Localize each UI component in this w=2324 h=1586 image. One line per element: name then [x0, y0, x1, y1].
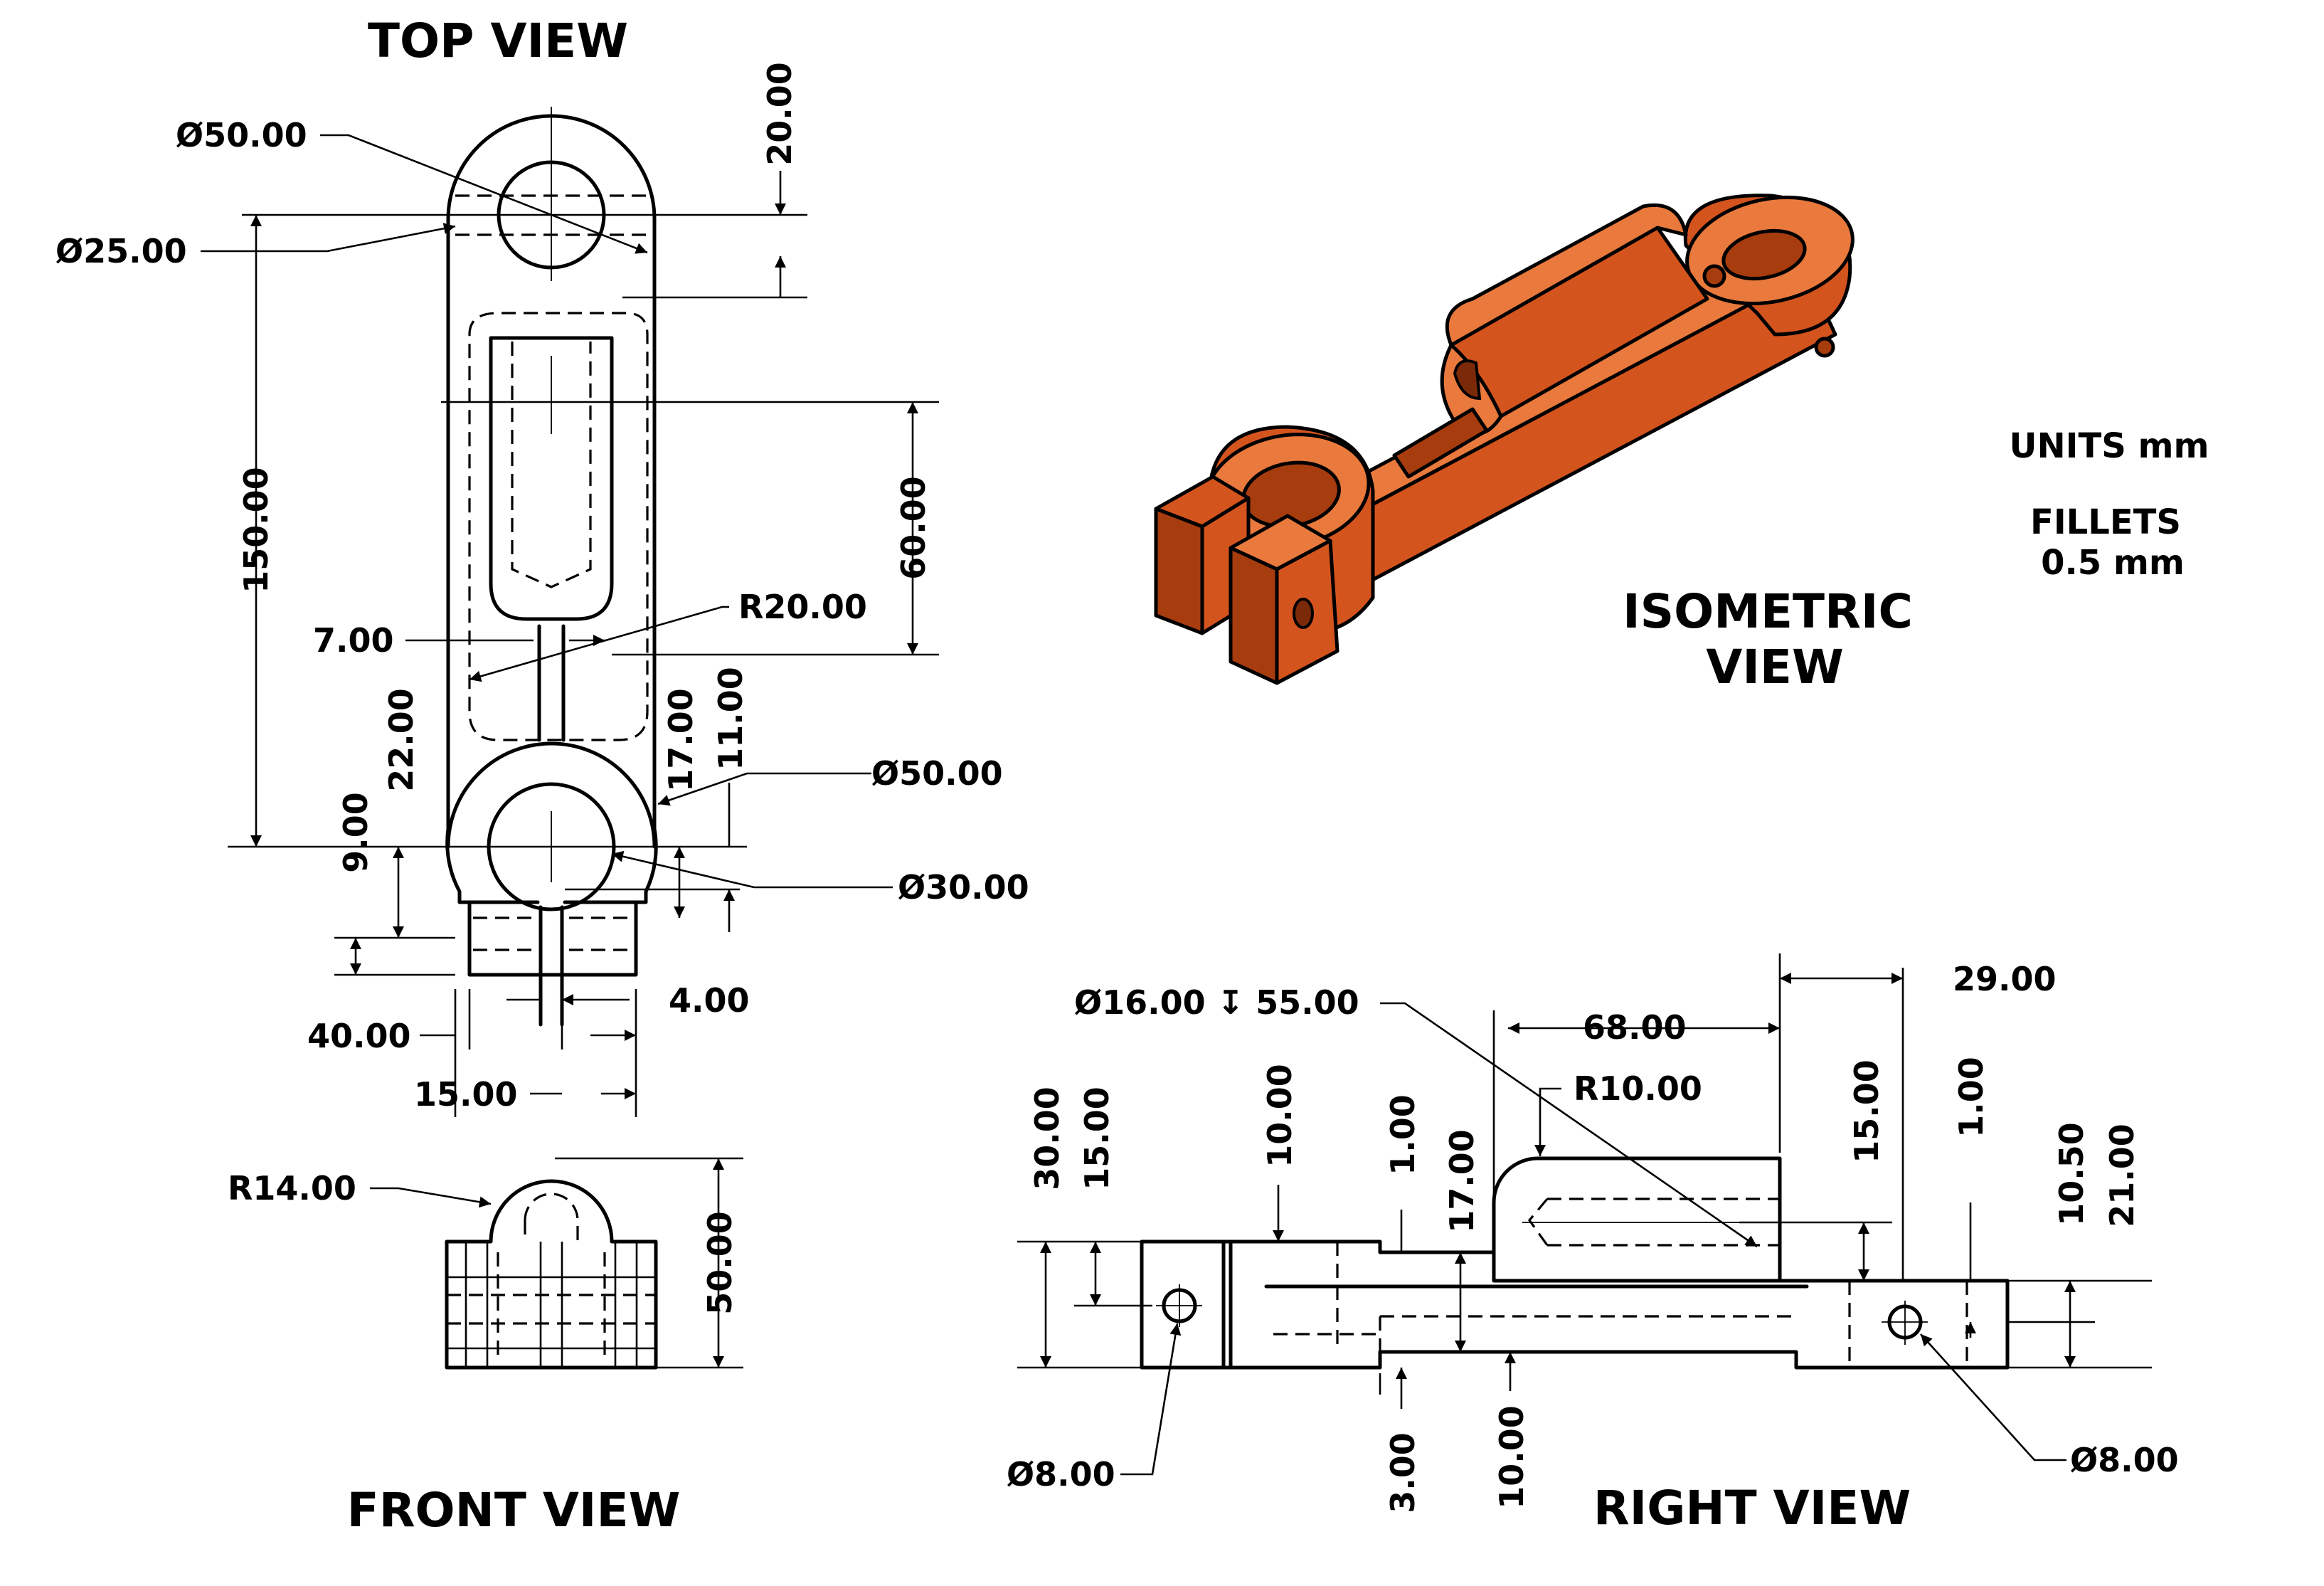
label-right-1a: 1.00 — [1384, 1094, 1422, 1175]
top-leader-dia30 — [611, 850, 893, 889]
iso-jaw-left-front — [1154, 507, 1204, 635]
right-view-edges — [1221, 1239, 1809, 1370]
top-leader-dia50-lower — [657, 772, 871, 806]
front-leader-r14 — [370, 1187, 492, 1208]
label-right-dia8-left: Ø8.00 — [1007, 1455, 1115, 1494]
iso-rear-eye-hole — [1721, 228, 1807, 281]
top-center-mid — [519, 356, 583, 434]
top-view-outline — [445, 114, 658, 977]
top-leader-dia25 — [201, 223, 456, 253]
label-right-hole: Ø16.00 ↧ 55.00 — [1074, 983, 1359, 1022]
iso-boss-bore — [1453, 359, 1482, 401]
front-view-outline — [445, 1179, 658, 1370]
label-d15: 15.00 — [414, 1075, 518, 1114]
iso-title-line1: ISOMETRIC — [1623, 584, 1913, 639]
label-d40: 40.00 — [307, 1017, 411, 1055]
top-hidden-slot — [468, 312, 649, 741]
label-right-3: 3.00 — [1384, 1432, 1422, 1513]
label-d7: 7.00 — [313, 621, 394, 660]
note-fillet-size: 0.5 mm — [2041, 543, 2185, 583]
label-dia50-bottom: Ø50.00 — [871, 754, 1003, 793]
label-d22: 22.00 — [382, 688, 420, 792]
top-leader-dia50 — [320, 134, 648, 254]
label-right-10b: 10.00 — [1492, 1405, 1531, 1509]
top-neck — [537, 624, 566, 742]
right-hidden-bore — [1527, 1198, 1780, 1247]
iso-jaw-pin-hole — [1293, 598, 1314, 629]
label-right-1b: 1.00 — [1952, 1057, 1990, 1138]
right-view-outline — [1140, 1156, 2010, 1370]
label-d11: 11.00 — [711, 667, 750, 771]
top-clamp-slot — [538, 905, 564, 1027]
right-view: Ø16.00 ↧ 55.00 68.00 29.00 R10.00 30.00 … — [1007, 953, 2179, 1535]
label-right-17: 17.00 — [1443, 1129, 1481, 1233]
label-r14: R14.00 — [228, 1169, 356, 1207]
top-extension-lines — [228, 213, 939, 1117]
top-ext-15 — [468, 989, 563, 1050]
iso-jaw-right-front — [1229, 546, 1279, 685]
right-leader-dia8-right — [1920, 1333, 2066, 1461]
label-right-21: 21.00 — [2103, 1124, 2141, 1227]
label-right-10-5: 10.50 — [2052, 1122, 2091, 1226]
right-leader-r10 — [1534, 1087, 1561, 1156]
right-leader-hole — [1380, 1002, 1758, 1248]
front-hidden-bore — [524, 1193, 579, 1242]
front-view-title: FRONT VIEW — [347, 1483, 681, 1538]
iso-title-line2: VIEW — [1706, 640, 1844, 694]
iso-rear-pin-hole — [1702, 264, 1726, 288]
label-right-15b: 15.00 — [1847, 1059, 1886, 1163]
label-right-dia8-right: Ø8.00 — [2070, 1441, 2179, 1479]
label-d4: 4.00 — [669, 981, 750, 1020]
right-view-title: RIGHT VIEW — [1593, 1481, 1911, 1535]
top-center-upper — [494, 107, 608, 281]
label-d150: 150.00 — [237, 467, 275, 593]
iso-boss-top — [1445, 203, 1688, 347]
top-hidden-bore — [511, 342, 592, 588]
right-hidden-lines — [1273, 1242, 1968, 1368]
label-d20: 20.00 — [760, 62, 799, 166]
front-hidden-lines — [447, 1252, 656, 1359]
label-dia50-top: Ø50.00 — [176, 116, 307, 154]
notes-block: UNITS mm FILLETS 0.5 mm — [2009, 426, 2209, 583]
label-right-30: 30.00 — [1028, 1087, 1066, 1190]
label-r20: R20.00 — [738, 588, 867, 626]
label-right-r10: R10.00 — [1574, 1069, 1702, 1108]
label-d17: 17.00 — [662, 688, 700, 792]
label-front-d50: 50.00 — [701, 1211, 739, 1315]
label-d60: 60.00 — [894, 476, 933, 580]
right-extension-lines — [1017, 953, 2152, 1395]
label-right-68: 68.00 — [1583, 1008, 1687, 1047]
top-boss-outline — [489, 336, 614, 621]
top-lower-ring — [446, 741, 657, 849]
front-view: R14.00 50.00 FRONT VIEW — [228, 1157, 743, 1538]
label-right-10a: 10.00 — [1261, 1064, 1299, 1168]
label-right-29: 29.00 — [1953, 960, 2057, 998]
top-view: TOP VIEW — [55, 14, 1029, 1117]
front-view-edges — [447, 1242, 656, 1368]
top-view-title: TOP VIEW — [368, 14, 628, 68]
note-units: UNITS mm — [2009, 426, 2209, 466]
label-d9: 9.00 — [336, 792, 375, 873]
right-center-lines — [1156, 1222, 1928, 1345]
top-leader-r20 — [469, 606, 729, 682]
front-extension-lines — [555, 1157, 743, 1369]
top-hidden-pin — [473, 916, 633, 951]
label-right-15a: 15.00 — [1078, 1087, 1116, 1190]
iso-channel — [1392, 407, 1489, 479]
iso-rear-side-hole — [1814, 337, 1835, 358]
right-leader-dia8-left — [1120, 1323, 1182, 1476]
label-dia25: Ø25.00 — [55, 232, 187, 270]
note-fillets: FILLETS — [2030, 502, 2181, 542]
isometric-view: ISOMETRIC VIEW — [1154, 194, 1913, 694]
label-dia30: Ø30.00 — [898, 868, 1029, 906]
